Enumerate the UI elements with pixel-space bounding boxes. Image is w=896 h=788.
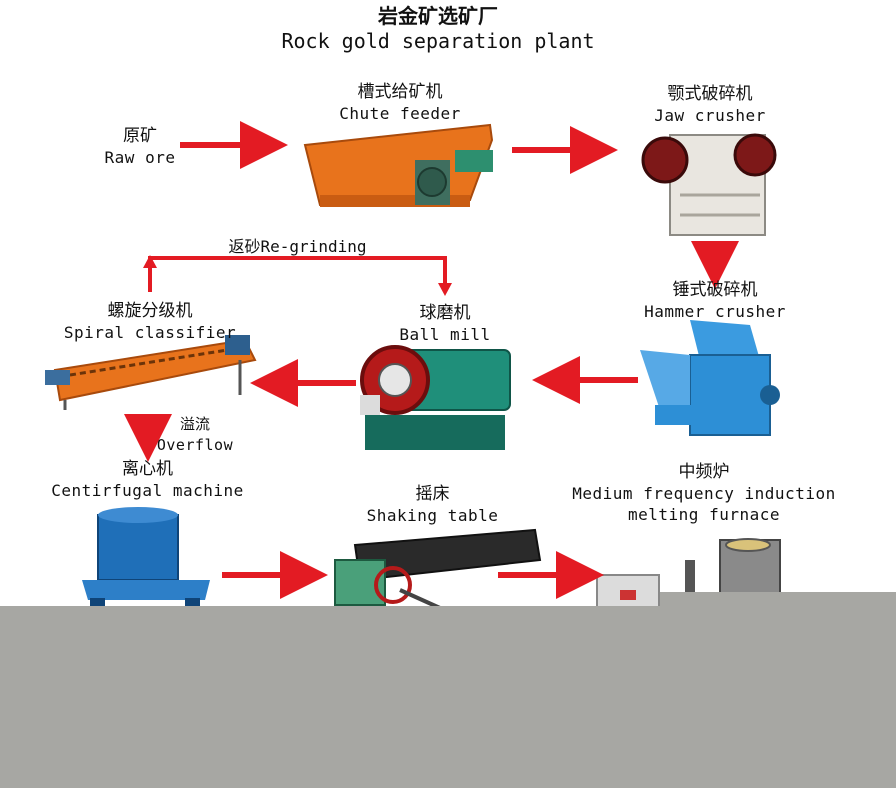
shaking-table-machine	[334, 528, 542, 610]
chute-feeder-machine	[303, 123, 494, 207]
label-spiral-classifier: 螺旋分级机 Spiral classifier	[63, 301, 237, 342]
label-ball-mill: 球磨机 Ball mill	[399, 303, 491, 344]
label-jaw-crusher: 颚式破碎机 Jaw crusher	[654, 84, 766, 125]
label-raw-ore: 原矿 Raw ore	[104, 126, 176, 167]
label-regrinding: 返砂Re-grinding	[228, 237, 367, 256]
arrow-regrinding-loop	[148, 256, 447, 292]
label-centrifugal-machine: 离心机 Centirfugal machine	[51, 459, 244, 500]
title-en: Rock gold separation plant	[281, 29, 595, 53]
occlusion-block	[0, 606, 896, 788]
label-chute-feeder: 槽式给矿机 Chute feeder	[339, 82, 461, 123]
title-zh: 岩金矿选矿厂	[378, 4, 498, 28]
page-title: 岩金矿选矿厂 Rock gold separation plant	[248, 6, 628, 52]
spiral-classifier-machine	[45, 335, 257, 410]
label-hammer-crusher: 锤式破碎机 Hammer crusher	[644, 280, 786, 321]
label-shaking-table: 摇床 Shaking table	[366, 484, 499, 525]
label-overflow: 溢流 Overflow	[156, 415, 234, 454]
jaw-crusher-machine	[641, 133, 777, 236]
ball-mill-machine	[360, 345, 511, 450]
centrifugal-machine	[82, 507, 210, 608]
label-induction-furnace: 中频炉 Medium frequency induction melting f…	[572, 462, 836, 524]
occlusion-block-upper-right	[660, 592, 896, 608]
hammer-crusher-machine	[640, 320, 780, 436]
flow-arrows	[124, 121, 739, 599]
